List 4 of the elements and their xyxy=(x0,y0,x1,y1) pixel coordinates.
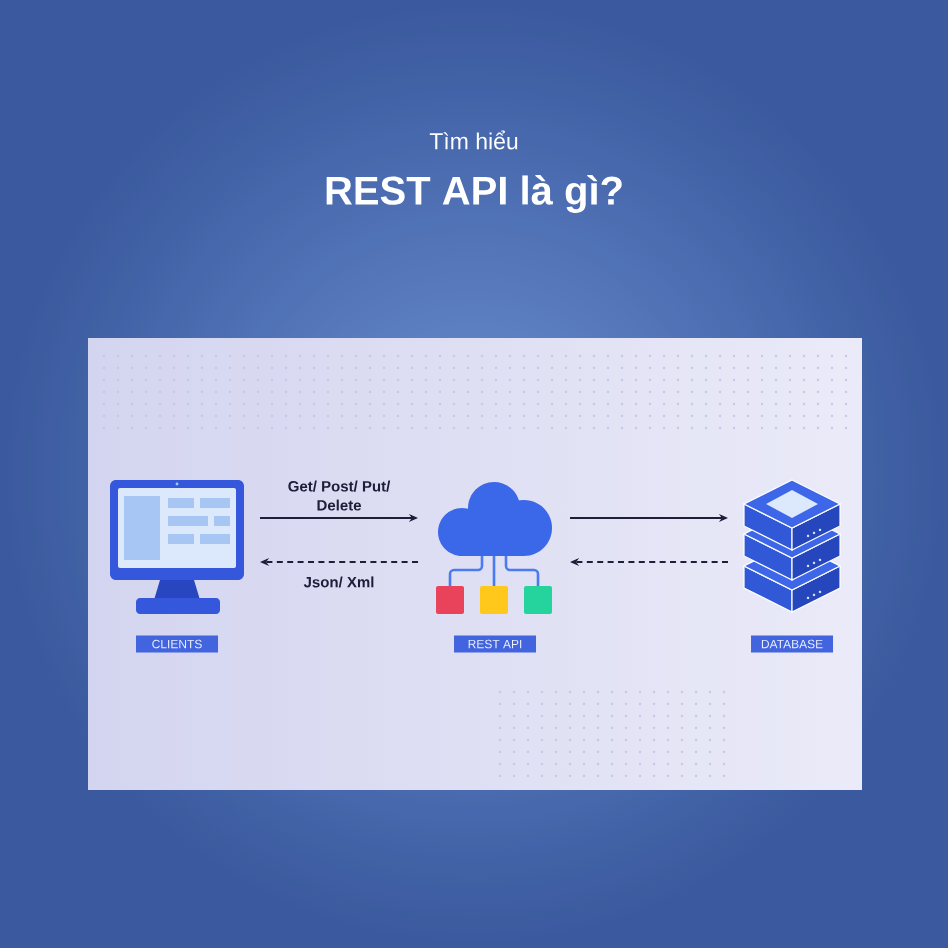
computer-monitor-drawing xyxy=(110,480,244,614)
title: REST API là gì? xyxy=(326,175,622,213)
cloud-network-drawing xyxy=(436,482,552,614)
subtitle: Tìm hiểu xyxy=(429,130,518,150)
